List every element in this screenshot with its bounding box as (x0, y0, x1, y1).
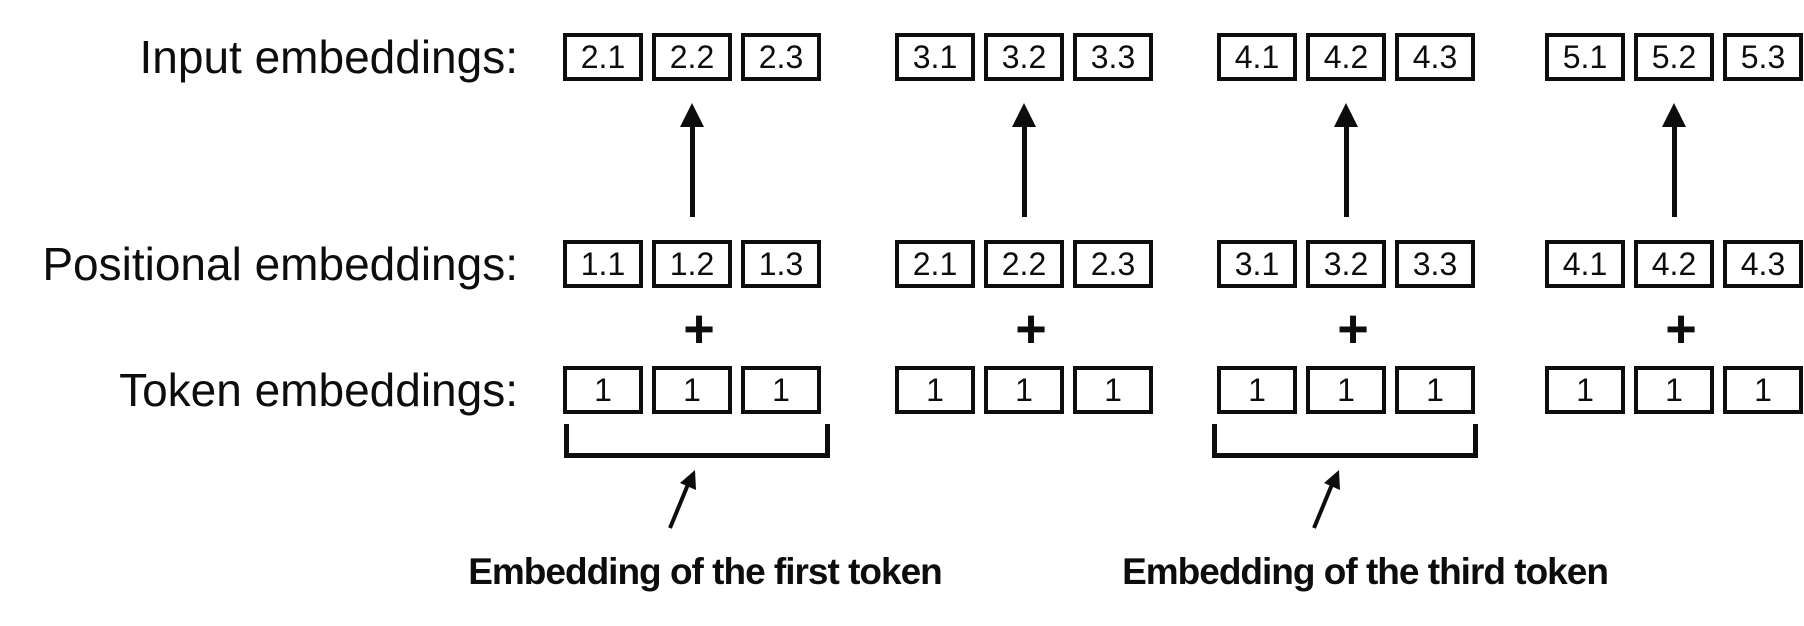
embedding-cell: 1 (1217, 366, 1297, 414)
positional-embeddings-group-1: 1.1 1.2 1.3 (563, 240, 821, 288)
positional-embeddings-group-3: 3.1 3.2 3.3 (1217, 240, 1475, 288)
token-embeddings-label: Token embeddings: (119, 364, 518, 416)
underbrace-bracket-third-token (1212, 424, 1478, 458)
positional-embeddings-group-4: 4.1 4.2 4.3 (1545, 240, 1803, 288)
embedding-cell: 5.1 (1545, 33, 1625, 81)
embedding-cell: 1 (1306, 366, 1386, 414)
up-arrow-icon (1329, 103, 1363, 217)
embedding-cell: 1 (984, 366, 1064, 414)
embedding-cell: 3.3 (1395, 240, 1475, 288)
embedding-cell: 1 (652, 366, 732, 414)
token-embeddings-group-4: 1 1 1 (1545, 366, 1803, 414)
embedding-cell: 3.2 (1306, 240, 1386, 288)
embedding-cell: 1 (563, 366, 643, 414)
embedding-cell: 1 (1073, 366, 1153, 414)
embedding-cell: 2.2 (984, 240, 1064, 288)
embedding-cell: 4.1 (1545, 240, 1625, 288)
embedding-cell: 1 (1634, 366, 1714, 414)
input-embeddings-group-4: 5.1 5.2 5.3 (1545, 33, 1803, 81)
plus-operator: + (1665, 299, 1697, 359)
annotation-label-third-token: Embedding of the third token (1122, 551, 1609, 592)
embedding-cell: 1.1 (563, 240, 643, 288)
embedding-cell: 2.1 (895, 240, 975, 288)
embedding-cell: 1 (1545, 366, 1625, 414)
positional-embeddings-group-2: 2.1 2.2 2.3 (895, 240, 1153, 288)
embedding-cell: 4.2 (1306, 33, 1386, 81)
plus-operator: + (683, 299, 715, 359)
input-embeddings-group-2: 3.1 3.2 3.3 (895, 33, 1153, 81)
embedding-cell: 4.2 (1634, 240, 1714, 288)
embedding-cell: 3.1 (895, 33, 975, 81)
input-embeddings-label: Input embeddings: (139, 31, 519, 83)
annotation-label-first-token: Embedding of the first token (468, 551, 943, 592)
embedding-cell: 3.2 (984, 33, 1064, 81)
annotation-arrow-icon (1299, 462, 1355, 534)
up-arrow-icon (1007, 103, 1041, 217)
embedding-cell: 2.1 (563, 33, 643, 81)
positional-embeddings-label: Positional embeddings: (42, 238, 518, 290)
token-embeddings-group-3: 1 1 1 (1217, 366, 1475, 414)
plus-operator: + (1337, 299, 1369, 359)
embedding-cell: 1 (741, 366, 821, 414)
input-embeddings-group-3: 4.1 4.2 4.3 (1217, 33, 1475, 81)
embedding-cell: 1 (1395, 366, 1475, 414)
embedding-cell: 5.2 (1634, 33, 1714, 81)
up-arrow-icon (1657, 103, 1691, 217)
input-embeddings-group-1: 2.1 2.2 2.3 (563, 33, 821, 81)
embedding-cell: 1.2 (652, 240, 732, 288)
embedding-cell: 4.1 (1217, 33, 1297, 81)
embedding-cell: 3.1 (1217, 240, 1297, 288)
annotation-arrow-icon (655, 462, 711, 534)
embedding-cell: 3.3 (1073, 33, 1153, 81)
embedding-cell: 4.3 (1723, 240, 1803, 288)
plus-operator: + (1015, 299, 1047, 359)
embedding-cell: 2.3 (741, 33, 821, 81)
embedding-cell: 1 (1723, 366, 1803, 414)
embedding-cell: 2.2 (652, 33, 732, 81)
embedding-cell: 4.3 (1395, 33, 1475, 81)
embedding-cell: 2.3 (1073, 240, 1153, 288)
embedding-cell: 1.3 (741, 240, 821, 288)
up-arrow-icon (675, 103, 709, 217)
embedding-cell: 1 (895, 366, 975, 414)
embedding-cell: 5.3 (1723, 33, 1803, 81)
token-embeddings-group-1: 1 1 1 (563, 366, 821, 414)
token-embeddings-group-2: 1 1 1 (895, 366, 1153, 414)
underbrace-bracket-first-token (564, 424, 830, 458)
